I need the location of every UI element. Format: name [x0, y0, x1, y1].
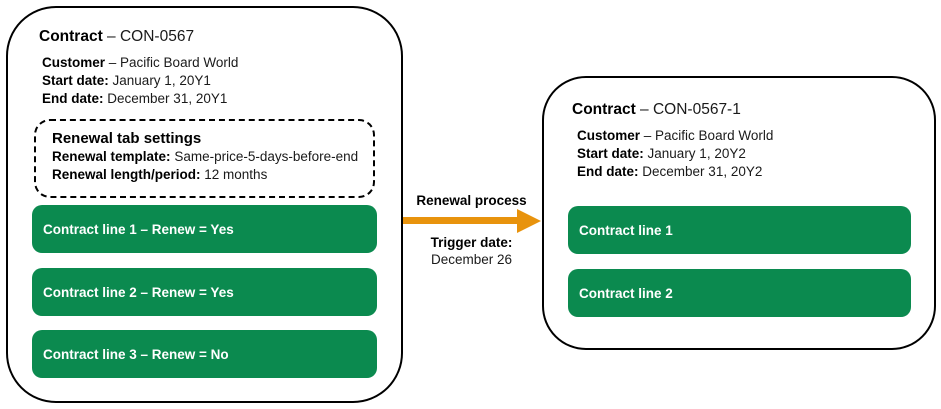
contract-line-bar-2-text: Contract line 2 – Renew = Yes: [43, 284, 234, 300]
renewed-end-date-label: End date:: [577, 164, 639, 179]
renewal-length-label: Renewal length/period:: [52, 166, 201, 182]
renewed-contract-title: Contract – CON-0567-1: [572, 101, 741, 119]
renewed-customer-field: Customer – Pacific Board World: [577, 127, 773, 145]
renewed-start-date-value: January 1, 20Y2: [647, 146, 746, 161]
renewal-process-group: Renewal process Trigger date: December 2…: [403, 193, 541, 278]
renewal-length-field: Renewal length/period: 12 months: [52, 166, 373, 184]
renewal-template-field: Renewal template: Same-price-5-days-befo…: [52, 148, 373, 166]
renewed-line-bar-1: Contract line 1: [568, 206, 911, 254]
source-start-date-field: Start date: January 1, 20Y1: [42, 72, 238, 90]
source-customer-value: – Pacific Board World: [108, 55, 239, 70]
source-end-date-value: December 31, 20Y1: [107, 91, 228, 106]
source-contract-title-label: Contract: [39, 28, 103, 45]
source-customer-label: Customer: [42, 55, 106, 70]
renewed-contract-title-label: Contract: [572, 101, 636, 118]
renewed-contract-number: – CON-0567-1: [640, 101, 741, 118]
renewal-tab-settings-title: Renewal tab settings: [52, 130, 202, 147]
source-contract-number: – CON-0567: [107, 28, 195, 45]
source-end-date-label: End date:: [42, 91, 104, 106]
renewed-contract-fields: Customer – Pacific Board World Start dat…: [577, 127, 773, 181]
renewed-customer-label: Customer: [577, 128, 641, 143]
renewed-line-bar-2-text: Contract line 2: [579, 285, 673, 301]
renewal-arrow-head-icon: [517, 208, 541, 233]
contract-line-bar-1-text: Contract line 1 – Renew = Yes: [43, 221, 234, 237]
source-customer-field: Customer – Pacific Board World: [42, 54, 238, 72]
renewal-template-value: Same-price-5-days-before-end: [174, 149, 359, 164]
source-start-date-value: January 1, 20Y1: [112, 73, 211, 88]
renewal-template-label: Renewal template:: [52, 149, 171, 164]
renewed-line-bar-2: Contract line 2: [568, 269, 911, 317]
source-start-date-label: Start date:: [42, 73, 109, 88]
source-contract-title: Contract – CON-0567: [39, 28, 194, 46]
source-end-date-field: End date: December 31, 20Y1: [42, 90, 238, 108]
contract-line-bar-2: Contract line 2 – Renew = Yes: [32, 268, 377, 316]
contract-line-bar-3: Contract line 3 – Renew = No: [32, 330, 377, 378]
contract-line-bar-3-text: Contract line 3 – Renew = No: [43, 346, 229, 362]
renewed-end-date-value: December 31, 20Y2: [642, 164, 763, 179]
renewal-arrow-shaft: [403, 217, 519, 224]
renewed-start-date-label: Start date:: [577, 146, 644, 161]
trigger-date-value: December 26: [430, 252, 513, 267]
source-contract-fields: Customer – Pacific Board World Start dat…: [42, 54, 238, 108]
renewal-process-label: Renewal process: [416, 193, 527, 208]
contract-line-bar-1: Contract line 1 – Renew = Yes: [32, 205, 377, 253]
trigger-date-label: Trigger date:: [430, 235, 513, 250]
renewed-end-date-field: End date: December 31, 20Y2: [577, 163, 773, 181]
renewal-tab-settings-box: Renewal tab settings Renewal template: S…: [34, 119, 375, 198]
renewed-contract-card: Contract – CON-0567-1 Customer – Pacific…: [542, 76, 936, 350]
renewed-customer-value: – Pacific Board World: [643, 128, 774, 143]
renewal-length-value: 12 months: [204, 166, 268, 182]
source-contract-card: Contract – CON-0567 Customer – Pacific B…: [6, 6, 403, 403]
renewed-start-date-field: Start date: January 1, 20Y2: [577, 145, 773, 163]
renewed-line-bar-1-text: Contract line 1: [579, 222, 673, 238]
